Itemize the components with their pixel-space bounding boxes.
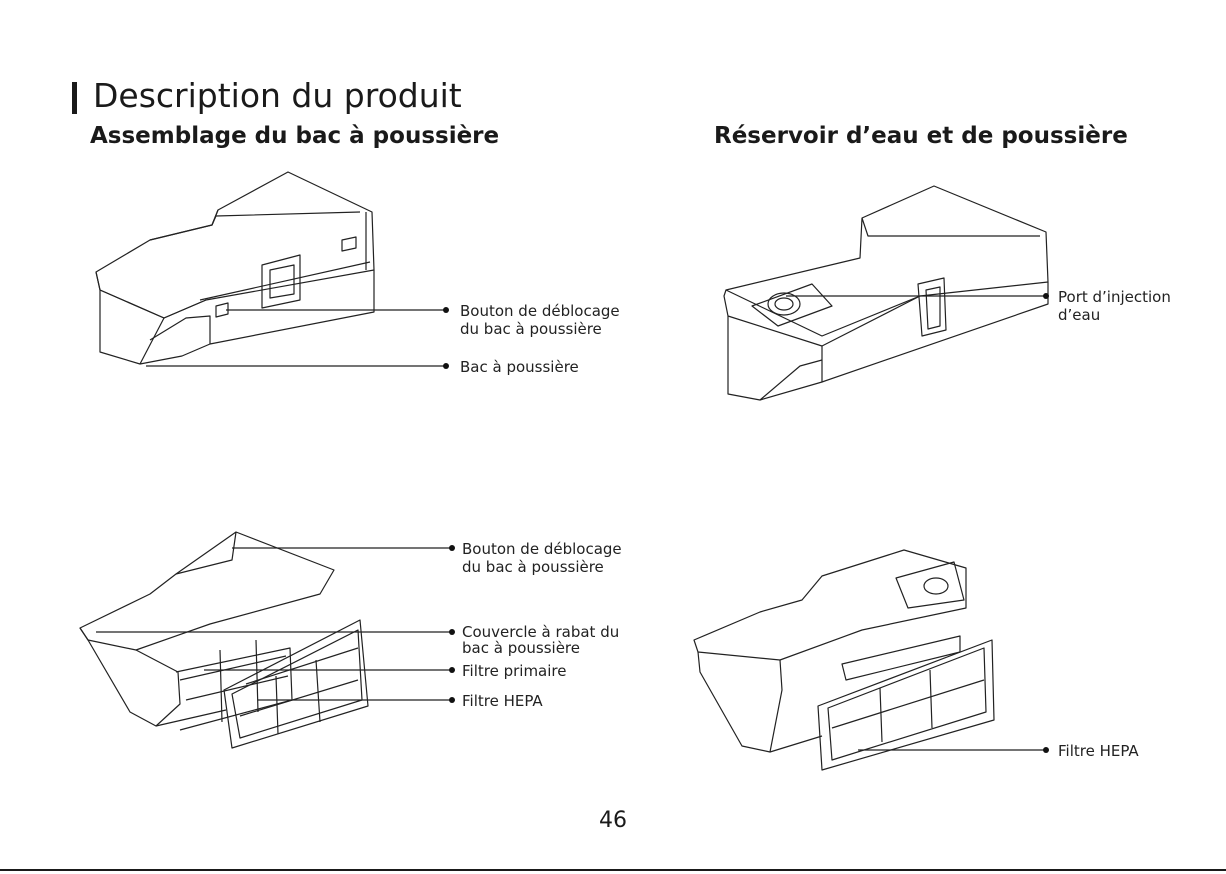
water-tank-closed-drawing xyxy=(724,186,1048,400)
callout-flap-cover: Couvercle à rabat du bac à poussière xyxy=(462,624,619,656)
callout-line: du bac à poussière xyxy=(462,558,622,576)
callout-line: bac à poussière xyxy=(462,640,619,656)
callout-water-injection-port: Port d’injection d’eau xyxy=(1058,288,1171,324)
callout-line: Bouton de déblocage xyxy=(460,302,620,320)
dust-bin-open-drawing xyxy=(80,532,368,748)
dust-bin-closed-drawing xyxy=(96,172,374,364)
callout-line: d’eau xyxy=(1058,306,1171,324)
callout-hepa-filter-left: Filtre HEPA xyxy=(462,692,543,710)
callout-line: Bouton de déblocage xyxy=(462,540,622,558)
callout-dust-bin: Bac à poussière xyxy=(460,358,579,376)
page-number: 46 xyxy=(0,808,1226,833)
callout-release-button-bottom: Bouton de déblocage du bac à poussière xyxy=(462,540,622,576)
water-tank-open-drawing xyxy=(694,550,994,770)
callout-line: Couvercle à rabat du xyxy=(462,624,619,640)
callout-line: du bac à poussière xyxy=(460,320,620,338)
bottom-rule xyxy=(0,869,1226,871)
callout-primary-filter: Filtre primaire xyxy=(462,662,566,680)
callout-release-button-top: Bouton de déblocage du bac à poussière xyxy=(460,302,620,338)
callout-line: Port d’injection xyxy=(1058,288,1171,306)
callout-hepa-filter-right: Filtre HEPA xyxy=(1058,742,1139,760)
